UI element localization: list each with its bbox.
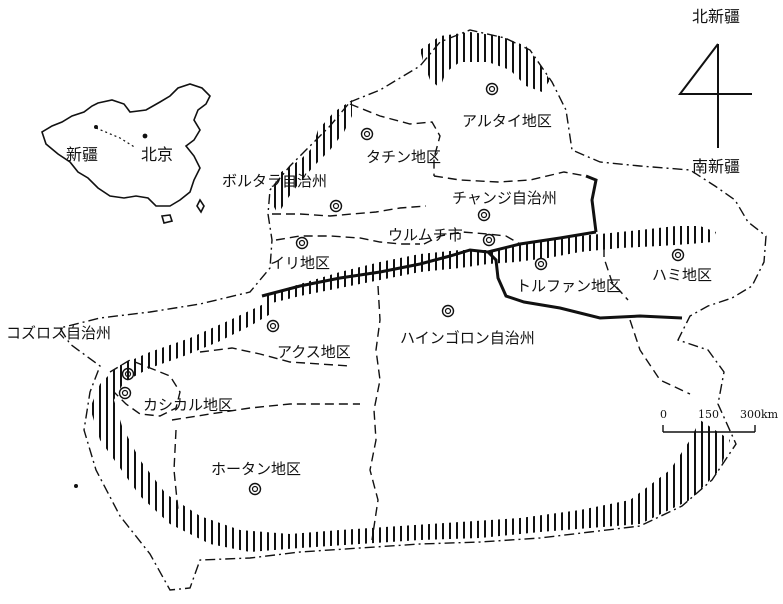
label-tacheng: タチン地区 <box>366 148 441 166</box>
hami-turpan-boundary <box>603 234 629 301</box>
hainan-island <box>160 214 174 224</box>
north-south-legend: 北新疆 南新疆 <box>677 7 752 176</box>
kashgar-aksu-boundary <box>199 347 351 367</box>
china-outline <box>41 83 211 207</box>
label-bayingol: ハインゴロン自治州 <box>400 329 535 347</box>
scale-tick-300-label: 300km <box>740 408 779 421</box>
scale-bar: 0 150 300km <box>660 408 779 433</box>
hotan-marker <box>248 482 262 496</box>
label-bortala: ボルタラ自治州 <box>222 172 327 190</box>
urumqi-marker <box>482 233 496 247</box>
city-markers <box>118 82 685 496</box>
label-urumqi: ウルムチ市 <box>388 226 463 244</box>
label-altay: アルタイ地区 <box>462 112 552 130</box>
north-south-divide-line <box>261 174 683 320</box>
bortala-marker <box>329 199 343 213</box>
hami-marker <box>671 248 685 262</box>
altay-marker <box>485 82 499 96</box>
tacheng-hatch <box>270 100 352 214</box>
tacheng-marker <box>360 127 374 141</box>
turpan-marker <box>534 257 548 271</box>
xinjiang-border <box>58 29 767 591</box>
ili-boundary <box>275 235 420 245</box>
beijing-marker <box>142 133 148 139</box>
kashgar-marker <box>118 386 132 400</box>
label-turpan: トルファン地区 <box>516 277 621 295</box>
scale-bar-line <box>662 425 756 433</box>
inset-dotted-route <box>95 127 137 149</box>
kizilsu-marker <box>121 367 135 381</box>
label-changji: チャンジ自治州 <box>452 189 557 207</box>
kizilsu-boundary <box>109 359 181 417</box>
stray-mark <box>74 484 78 488</box>
south-xinjiang-label: 南新疆 <box>692 157 740 176</box>
label-hotan: ホータン地区 <box>211 460 301 478</box>
china-inset-map: 新疆 北京 <box>41 83 211 224</box>
label-kizilsu: コズロス自治州 <box>6 324 111 342</box>
inset-beijing-label: 北京 <box>141 145 173 164</box>
label-ili: イリ地区 <box>270 254 330 272</box>
label-aksu: アクス地区 <box>277 343 351 361</box>
ili-marker <box>295 236 309 250</box>
numeral-four-glyph <box>677 43 752 148</box>
changji-marker <box>477 208 491 222</box>
xinjiang-marker <box>94 125 98 129</box>
altay-tacheng-boundary <box>349 103 441 176</box>
taiwan-island <box>196 198 205 214</box>
urumqi-boundary <box>423 231 521 245</box>
hotan-west-boundary <box>173 429 179 511</box>
bayingol-hami-boundary <box>629 319 691 395</box>
bortala-boundary <box>272 205 427 217</box>
aksu-marker <box>266 319 280 333</box>
altai-hatch <box>420 32 550 92</box>
scale-tick-150-label: 150 <box>698 408 719 421</box>
tianshan-hatch <box>262 226 716 304</box>
region-labels: アルタイ地区 タチン地区 ボルタラ自治州 チャンジ自治州 ウルムチ市 イリ地区 … <box>6 112 712 478</box>
inset-xinjiang-label: 新疆 <box>66 145 98 164</box>
label-hami: ハミ地区 <box>652 266 712 284</box>
aksu-bayingol-boundary <box>369 285 381 541</box>
mountain-hatching <box>90 32 730 552</box>
kashgar-hotan-boundary <box>171 403 360 421</box>
internal-boundaries <box>109 103 691 541</box>
north-xinjiang-label: 北新疆 <box>692 7 740 26</box>
bayingol-marker <box>441 304 455 318</box>
scale-tick-0-label: 0 <box>660 408 667 421</box>
tacheng-changji-boundary <box>433 171 587 183</box>
label-kashgar: カシカル地区 <box>143 396 233 414</box>
